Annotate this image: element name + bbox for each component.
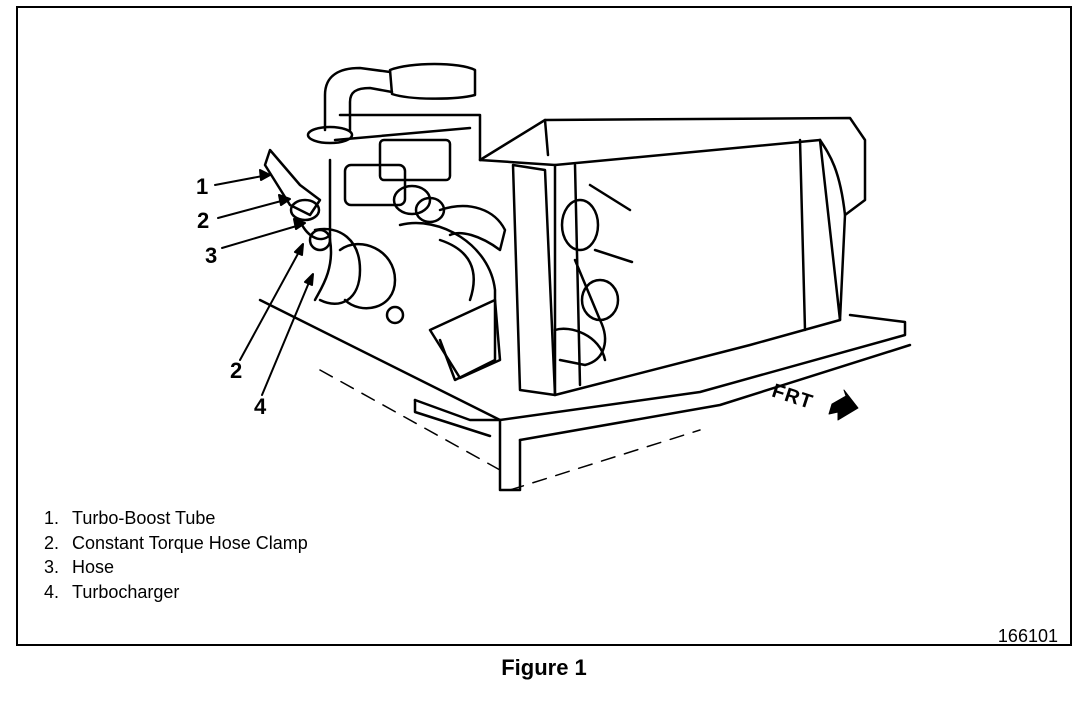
callout-2-lower: 2 [230, 358, 243, 383]
callout-leaders [214, 169, 314, 396]
legend-item: 1.Turbo-Boost Tube [44, 508, 216, 528]
hoses [263, 62, 507, 252]
callout-2: 2 [197, 208, 210, 233]
figure-caption: Figure 1 [501, 655, 587, 680]
legend-item: 4.Turbocharger [44, 581, 180, 602]
callout-3: 3 [205, 243, 218, 268]
callout-4: 4 [254, 394, 267, 419]
figure-frame [16, 6, 1072, 646]
fan-shroud [553, 183, 634, 367]
chassis-rail [258, 298, 912, 492]
legend-item: 2.Constant Torque Hose Clamp [44, 532, 308, 553]
radiator [478, 116, 867, 397]
figure-number: 166101 [997, 626, 1058, 646]
parts-legend: 1.Turbo-Boost Tube 2.Constant Torque Hos… [44, 506, 308, 604]
callout-1: 1 [196, 174, 209, 199]
front-arrow-icon [828, 389, 859, 421]
legend-item: 3.Hose [44, 557, 115, 577]
engine-block [313, 113, 502, 382]
